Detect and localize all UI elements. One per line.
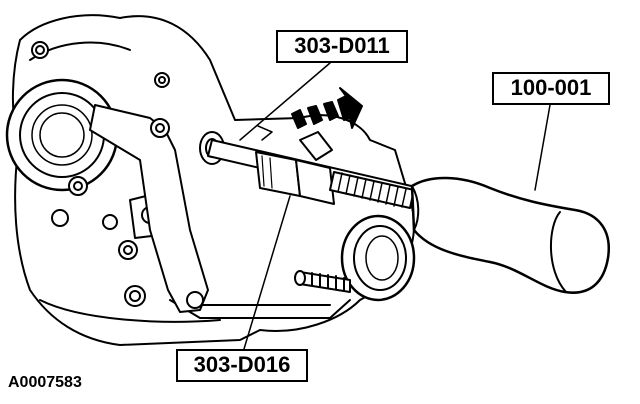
leader-303-d016: [243, 195, 291, 350]
shift-linkage-arm: [89, 104, 209, 313]
housing-stud: [294, 270, 351, 293]
callout-leaders: [239, 62, 551, 350]
leader-100-001: [534, 104, 551, 191]
shaft-support-bracket: [257, 125, 333, 161]
figure-id-label: A0007583: [8, 374, 82, 391]
callout-100-001: 100-001: [492, 72, 610, 105]
tool-100-001-handle: [410, 176, 610, 294]
leader-303-d011: [239, 62, 331, 141]
tool-threaded-section: [329, 171, 415, 209]
callout-303-d011: 303-D011: [276, 30, 408, 63]
output-shaft-bore: [340, 214, 416, 302]
tool-303-d016-adapter: [255, 151, 335, 205]
left-bearing-bore: [5, 78, 119, 192]
callout-303-d016: 303-D016: [176, 349, 308, 382]
bold-right-arrow-icon: [291, 87, 363, 129]
